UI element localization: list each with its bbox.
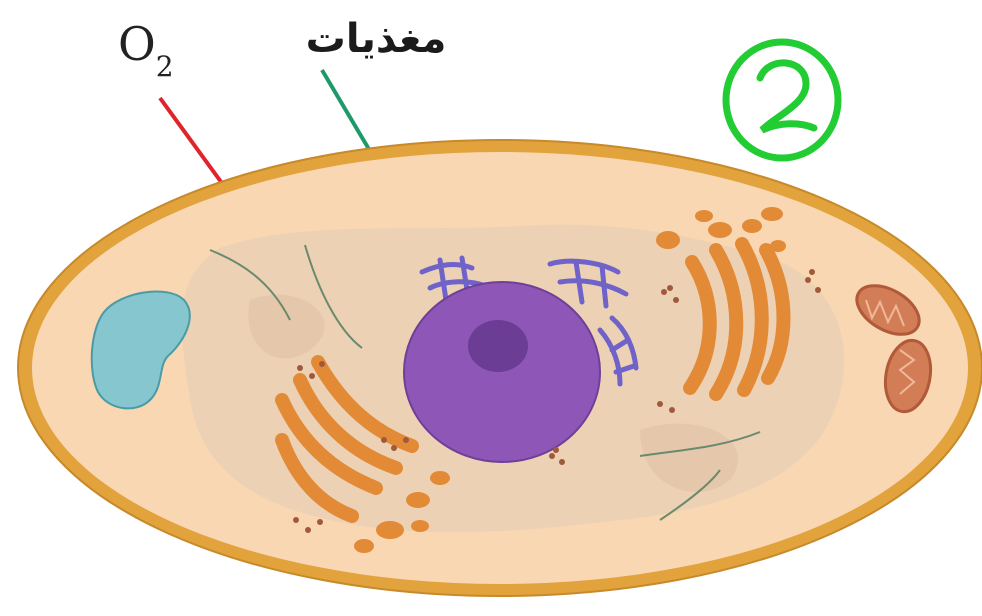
oxygen-label-subscript: 2 <box>156 50 174 83</box>
nutrients-label: مغذيات <box>306 16 447 62</box>
cell <box>18 140 982 596</box>
annotation-circle-icon <box>726 42 838 158</box>
oxygen-label-base: O <box>118 17 156 71</box>
nucleolus <box>468 320 528 372</box>
nucleus <box>404 282 600 462</box>
svg-text:O2: O2 <box>118 17 174 83</box>
oxygen-label: O2 <box>118 17 174 83</box>
